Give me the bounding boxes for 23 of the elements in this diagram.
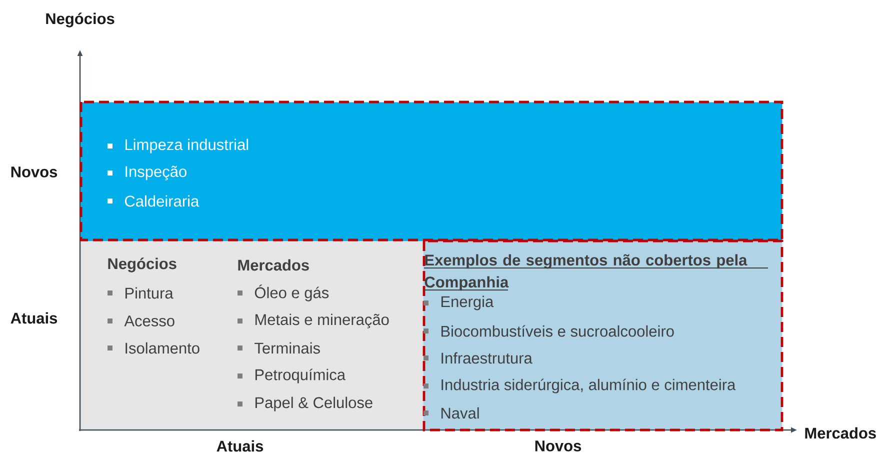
- bullet-item: Óleo e gás: [238, 284, 329, 302]
- axis-label: Atuais: [10, 312, 58, 324]
- axis-label: Novos: [11, 166, 58, 178]
- quadrant-box: [80, 241, 424, 430]
- bullet-item: Limpeza industrial: [108, 138, 248, 154]
- bullet-item: Petroquímica: [238, 368, 346, 384]
- bullet-item: Naval: [424, 407, 479, 419]
- column-heading: Mercados: [238, 259, 309, 271]
- bullet-item: Terminais: [238, 342, 320, 354]
- bullet-item: Metais e mineração: [238, 314, 389, 328]
- bullet-item: Caldeiraria: [108, 195, 200, 207]
- column-heading: Negócios: [108, 258, 176, 272]
- bullet-item: Papel & Celulose: [238, 396, 372, 412]
- bullet-item: Acesso: [108, 316, 174, 326]
- bullet-item: Infraestrutura: [424, 352, 532, 364]
- axis-label: Negócios: [46, 12, 114, 28]
- bullet-item: Industria siderúrgica, alumínio e cimenteira: [424, 378, 736, 394]
- bullet-item: Energia: [424, 296, 494, 310]
- bullet-item: Inspeção: [108, 166, 186, 180]
- axis-label: Mercados: [805, 427, 876, 439]
- bullet-item: Biocombustíveis e sucroalcooleiro: [424, 325, 674, 337]
- bullet-item: Isolamento: [108, 342, 200, 354]
- bullet-item: Pintura: [108, 287, 174, 299]
